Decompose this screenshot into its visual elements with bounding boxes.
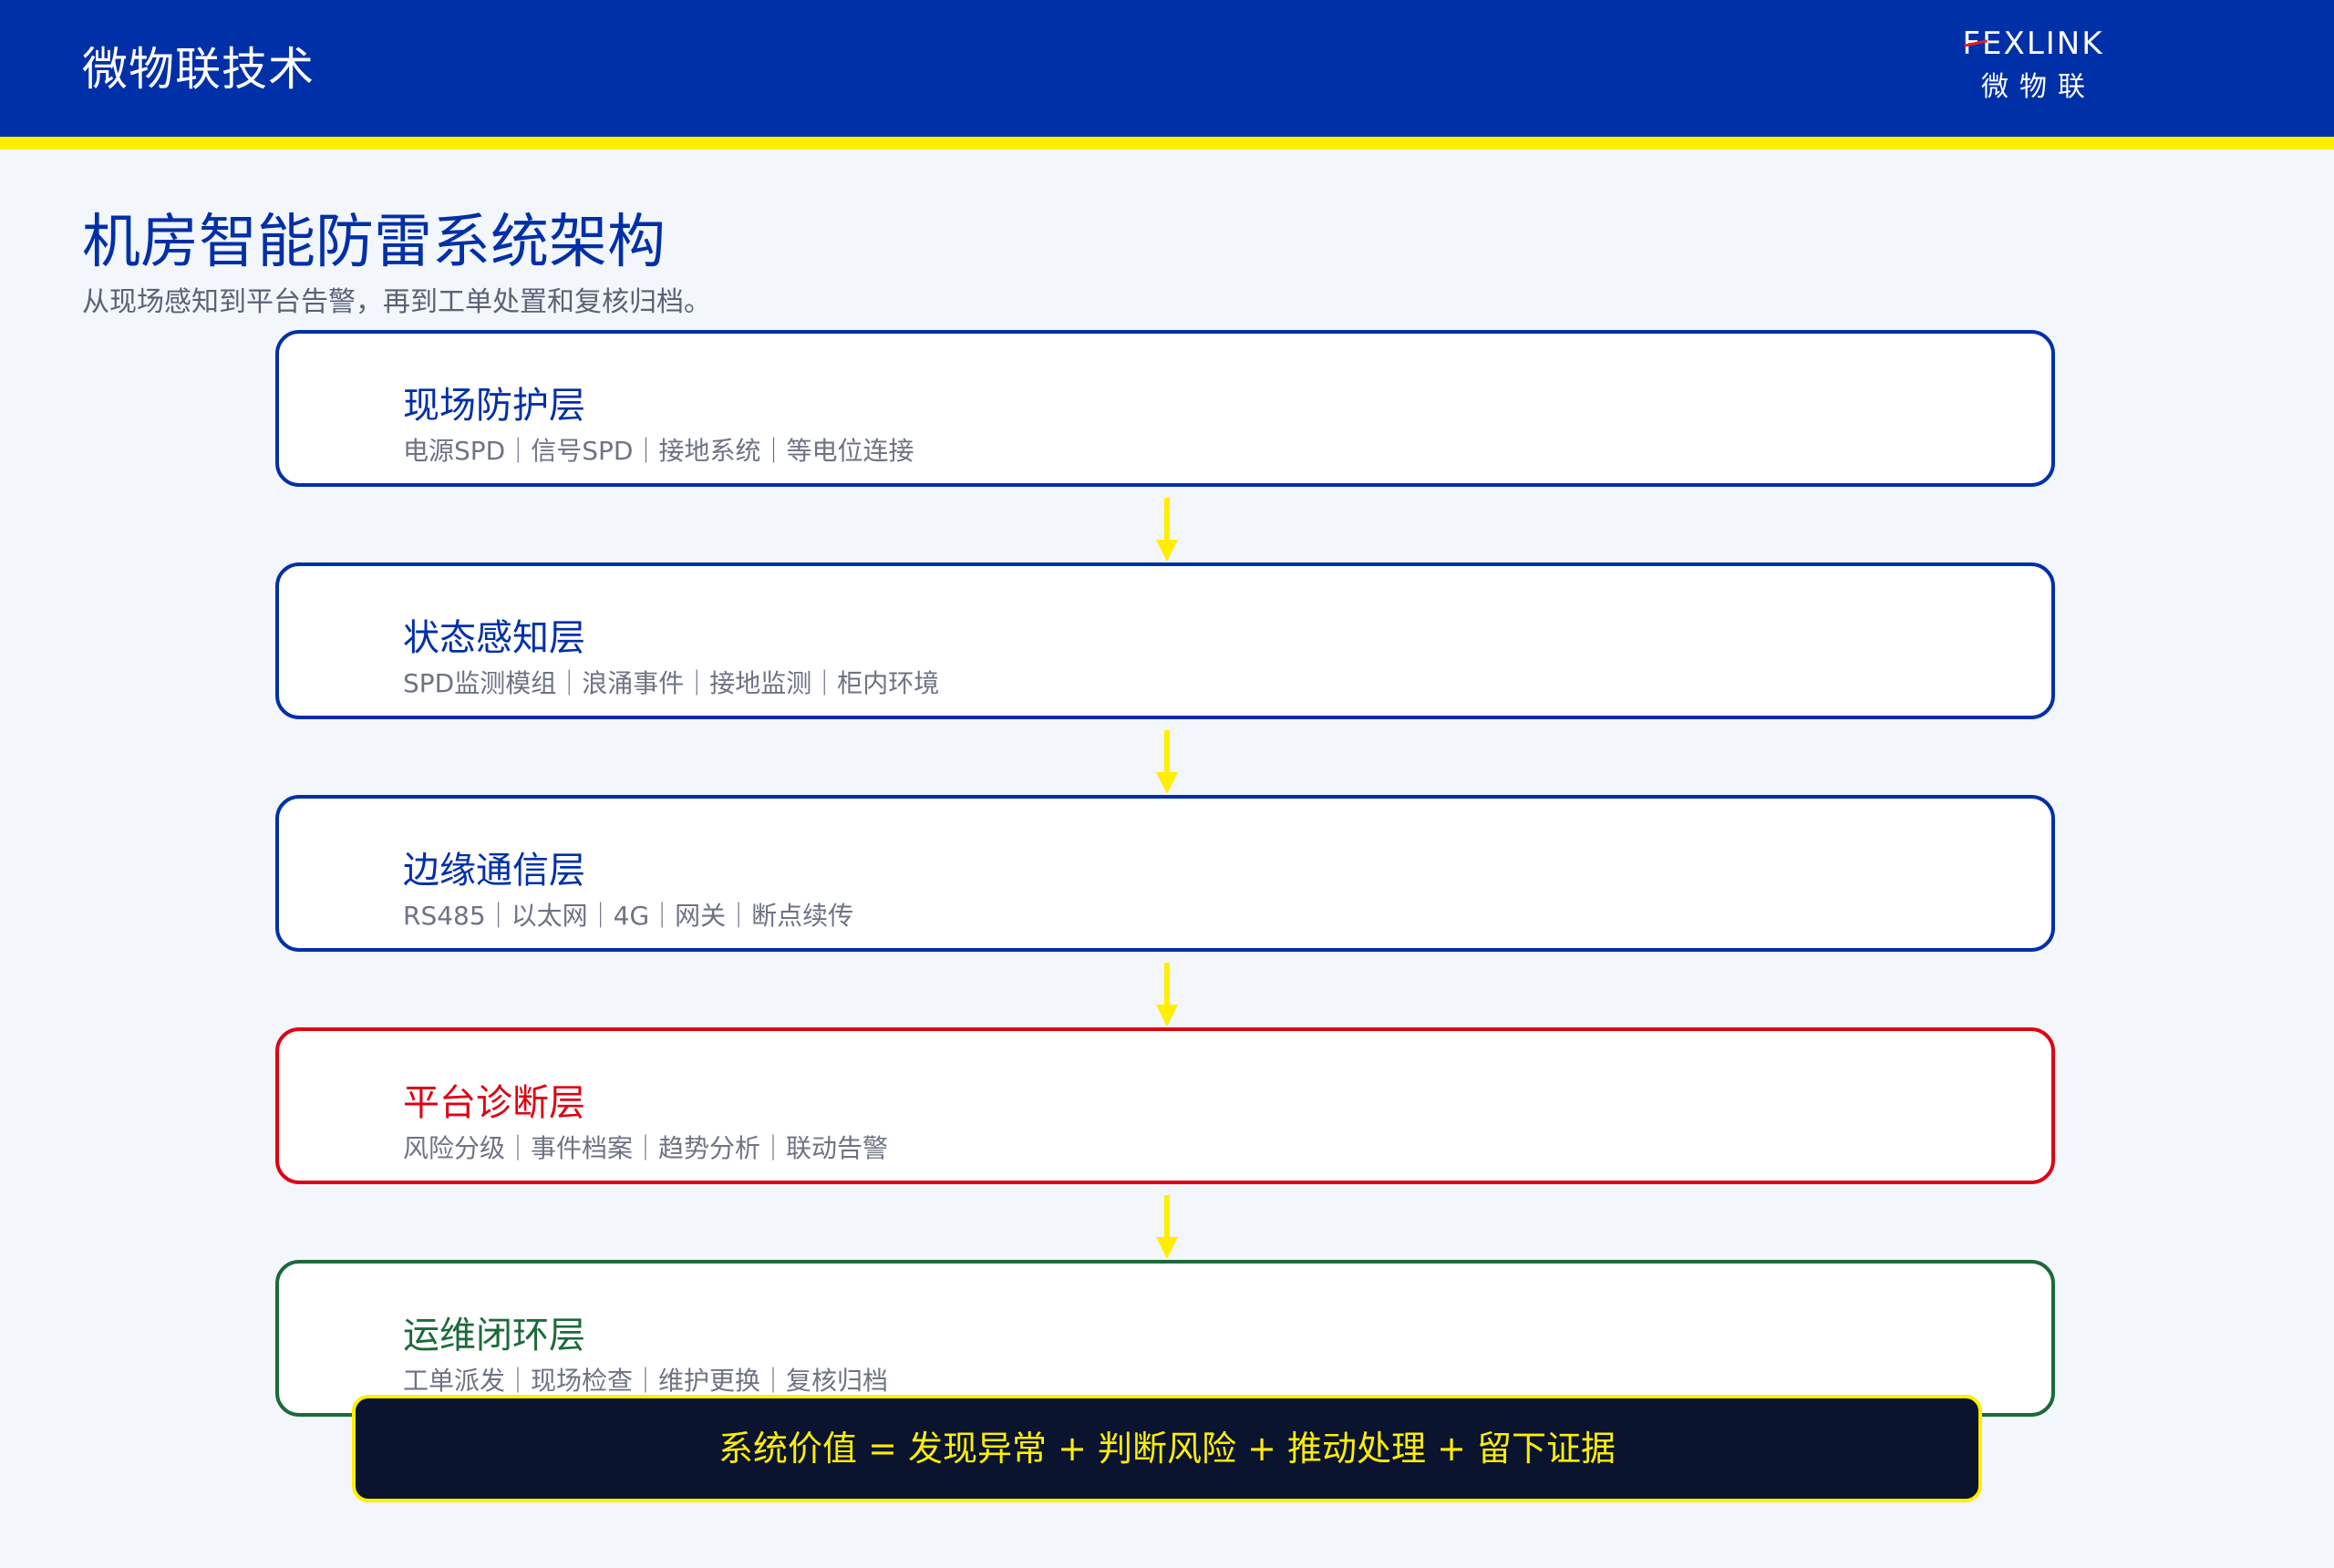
- layer-name: 运维闭环层: [403, 1315, 585, 1357]
- header-title: 微物联技术: [82, 43, 315, 96]
- layer-items: 电源SPD｜信号SPD｜接地系统｜等电位连接: [403, 436, 914, 466]
- layer-card-ops-closed-loop: 运维闭环层 工单派发｜现场检查｜维护更换｜复核归档: [275, 1260, 2055, 1417]
- layer-items: RS485｜以太网｜4G｜网关｜断点续传: [403, 901, 854, 931]
- layer-name: 现场防护层: [403, 385, 585, 427]
- layer-card-edge-communication: 边缘通信层 RS485｜以太网｜4G｜网关｜断点续传: [275, 795, 2055, 952]
- header-bar: 微物联技术 FEXLINK 微物联: [0, 0, 2334, 137]
- layer-card-site-protection: 现场防护层 电源SPD｜信号SPD｜接地系统｜等电位连接: [275, 330, 2055, 487]
- layer-items: SPD监测模组｜浪涌事件｜接地监测｜柜内环境: [403, 668, 940, 698]
- layer-name: 状态感知层: [403, 617, 585, 659]
- layer-items: 风险分级｜事件档案｜趋势分析｜联动告警: [403, 1133, 889, 1163]
- logo-text-en: FEXLINK: [1962, 26, 2104, 62]
- system-value-banner: 系统价值 = 发现异常 + 判断风险 + 推动处理 + 留下证据: [352, 1395, 1982, 1502]
- layer-name: 平台诊断层: [403, 1082, 585, 1124]
- flow-arrow-down-icon: [1156, 498, 1178, 562]
- system-value-text: 系统价值 = 发现异常 + 判断风险 + 推动处理 + 留下证据: [718, 1429, 1616, 1469]
- flow-arrow-down-icon: [1156, 1195, 1178, 1259]
- logo-wordmark: FEXLINK: [1951, 24, 2115, 64]
- page-title: 机房智能防雷系统架构: [82, 209, 666, 276]
- flow-arrow-down-icon: [1156, 730, 1178, 794]
- page-subtitle: 从现场感知到平台告警，再到工单处置和复核归档。: [82, 286, 711, 318]
- brand-logo: FEXLINK 微物联: [1951, 24, 2115, 108]
- flow-arrow-down-icon: [1156, 963, 1178, 1026]
- layer-name: 边缘通信层: [403, 850, 585, 892]
- logo-text-cn: 微物联: [1981, 71, 2096, 103]
- layer-items: 工单派发｜现场检查｜维护更换｜复核归档: [403, 1366, 889, 1396]
- layer-card-status-sensing: 状态感知层 SPD监测模组｜浪涌事件｜接地监测｜柜内环境: [275, 562, 2055, 719]
- layer-card-platform-diagnosis: 平台诊断层 风险分级｜事件档案｜趋势分析｜联动告警: [275, 1027, 2055, 1184]
- header-accent-stripe: [0, 137, 2334, 150]
